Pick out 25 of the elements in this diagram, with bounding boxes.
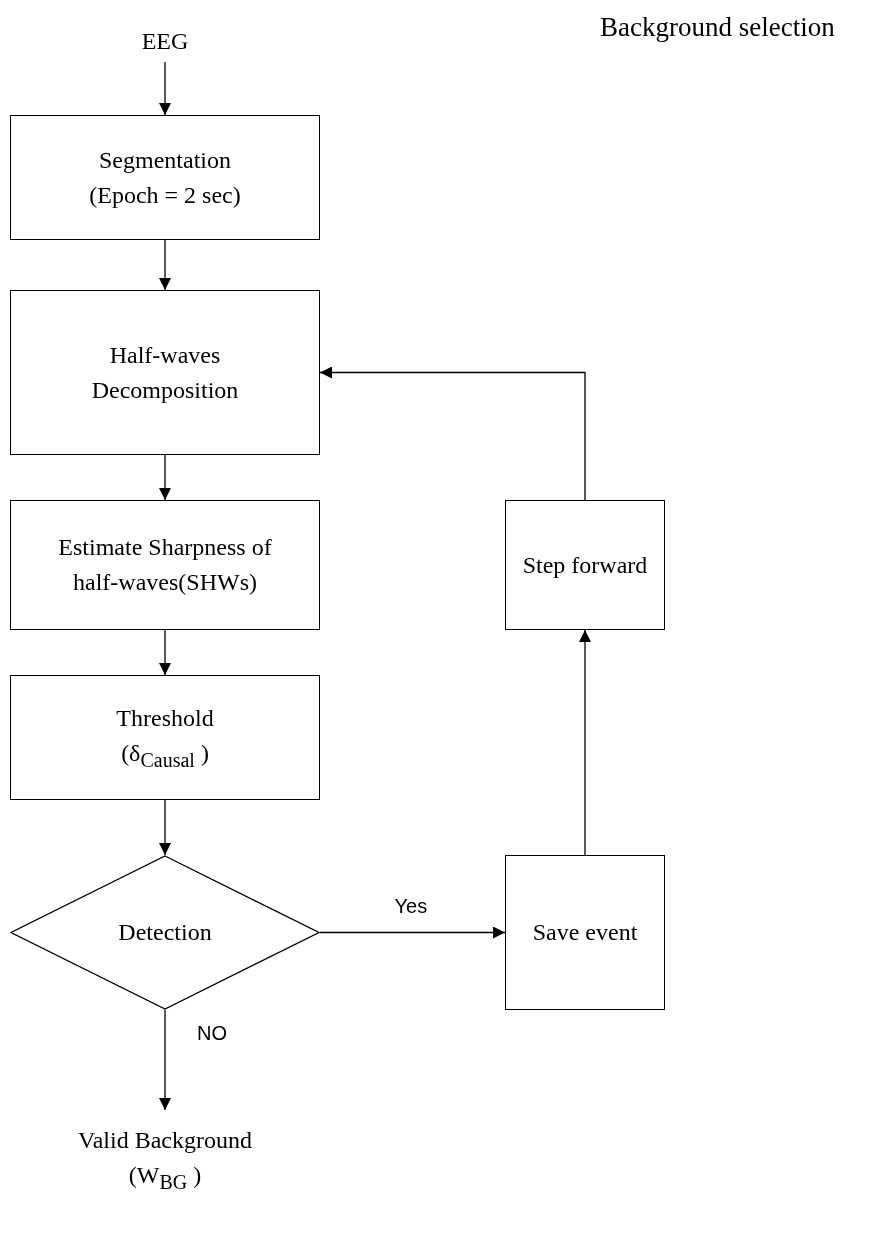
process-box [10,115,320,240]
arrow [159,454,171,501]
node-label: EEG [141,26,189,56]
node-label: Valid Background (W$_{BG}$ ) [77,1126,253,1195]
diagram-title: Background selection [600,12,835,43]
node-label: Segmentation (Epoch = 2 sec) [88,145,242,210]
node-label: Half-waves Decomposition [90,340,240,405]
arrow [319,366,586,501]
node-label: Threshold (δ$_{Causal}$ ) [115,703,215,773]
arrow [159,629,171,676]
node-label: Save event [532,918,638,948]
node-label: Step forward [522,550,648,580]
arrow [579,629,591,856]
node-label: Detection [118,918,212,948]
arrow [159,1009,171,1111]
process-box [10,500,320,630]
node-label: Estimate Sharpness of half-waves(SHWs) [57,533,273,597]
arrow [159,239,171,291]
arrow [159,61,171,116]
process-box [10,290,320,455]
arrow [319,926,506,939]
arrow [159,799,171,856]
process-box [10,675,320,800]
process-box [505,855,665,1010]
process-box [505,500,665,630]
